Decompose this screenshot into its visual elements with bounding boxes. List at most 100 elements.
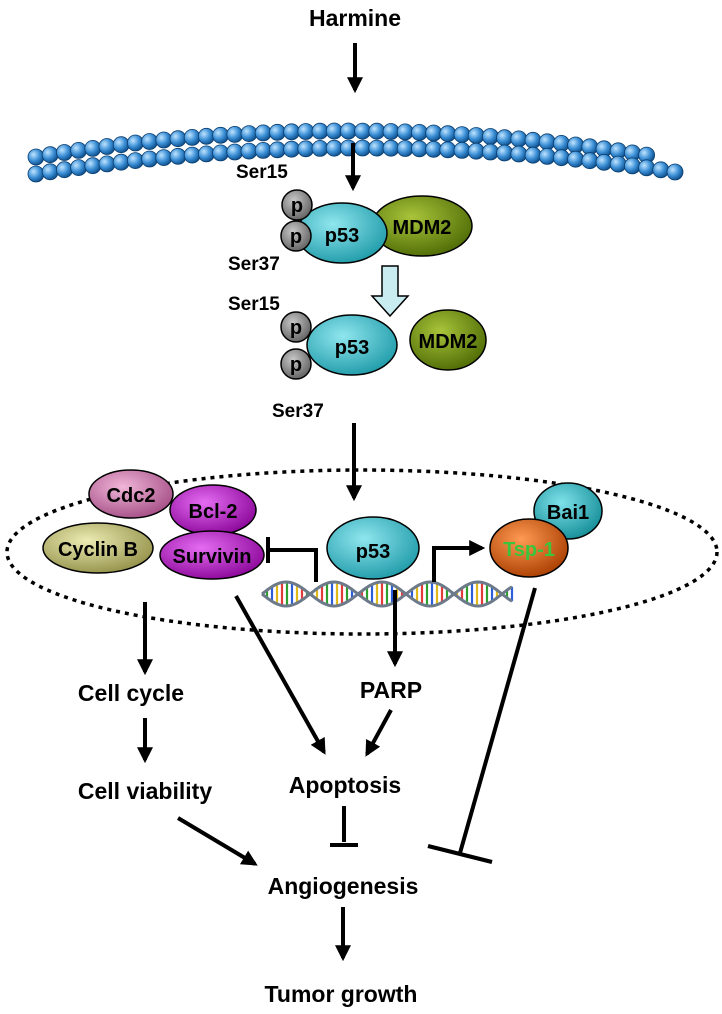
membrane-bead xyxy=(155,131,173,149)
membrane-bead xyxy=(297,140,315,158)
ser37-label-top: Ser37 xyxy=(228,254,280,275)
membrane-bead xyxy=(254,141,272,159)
membrane-bead xyxy=(126,134,144,152)
membrane-bead xyxy=(240,125,258,143)
membrane-bead xyxy=(396,140,414,157)
phospho-p-label-2: p xyxy=(290,226,302,248)
p53-phospho-label: p53 xyxy=(325,225,359,247)
apoptosis-label: Apoptosis xyxy=(289,772,401,798)
membrane-bead xyxy=(524,146,542,164)
membrane-bead xyxy=(98,138,116,155)
membrane-bead xyxy=(226,143,244,161)
membrane-bead xyxy=(496,129,514,147)
dna-backbone-strand xyxy=(261,580,513,608)
dna-helix xyxy=(261,580,514,608)
membrane-bead xyxy=(425,140,443,158)
membrane-bead xyxy=(226,125,244,143)
membrane-bead xyxy=(538,133,556,151)
harmine-label: Harmine xyxy=(309,5,401,31)
membrane-bead xyxy=(212,144,230,162)
membrane-bead xyxy=(609,155,627,173)
membrane-bead xyxy=(155,149,173,167)
membrane-bead xyxy=(567,136,584,154)
bcl2-label: Bcl-2 xyxy=(189,501,238,523)
membrane-bead xyxy=(112,153,130,171)
membrane-bead xyxy=(98,155,116,173)
tumor-growth-label: Tumor growth xyxy=(265,981,418,1007)
phospho-circle-ser37-released xyxy=(280,348,312,380)
membrane-bead xyxy=(183,146,201,164)
membrane-bead xyxy=(183,128,201,146)
membrane-bead xyxy=(624,157,641,175)
mdm2-free-node xyxy=(409,309,487,371)
membrane-bead xyxy=(396,123,414,141)
membrane-bead xyxy=(112,136,130,154)
membrane-bead xyxy=(425,124,443,142)
membrane-bead xyxy=(510,130,528,148)
cell-cycle-label: Cell cycle xyxy=(78,680,184,706)
membrane-bead xyxy=(481,128,499,145)
membrane-bead xyxy=(553,134,570,152)
p53-activates-tsp1-arrow xyxy=(432,540,486,582)
membrane-bead xyxy=(254,124,272,142)
membrane-bead xyxy=(197,127,215,145)
membrane-bead xyxy=(311,139,329,157)
membrane-bead xyxy=(41,163,59,181)
membrane-bead xyxy=(56,161,73,179)
membrane-bead xyxy=(368,122,386,140)
membrane-bead xyxy=(339,122,357,140)
cell-viability-label: Cell viability xyxy=(78,778,212,804)
mdm2-free-label: MDM2 xyxy=(419,331,478,353)
membrane-bead xyxy=(481,143,499,161)
membrane-bead xyxy=(467,142,485,160)
survivin-node xyxy=(159,530,265,580)
membrane-bead xyxy=(126,152,144,170)
cdc2-node xyxy=(88,469,174,519)
membrane-bead xyxy=(84,157,102,175)
bai1-label: Bai1 xyxy=(547,502,589,524)
phospho-circle-ser37 xyxy=(280,220,312,252)
membrane-bead xyxy=(141,150,159,168)
membrane-bead xyxy=(538,147,556,165)
angiogenesis-label: Angiogenesis xyxy=(268,873,419,899)
nucleus-boundary xyxy=(5,468,719,636)
p53-nuclear-label: p53 xyxy=(356,541,390,563)
phospho-p-label-1: p xyxy=(291,195,303,217)
tsp1-inhibition-bar xyxy=(427,844,493,864)
membrane-bead xyxy=(141,133,159,150)
membrane-bead xyxy=(567,150,584,168)
membrane-bead xyxy=(354,139,372,157)
membrane-bead xyxy=(410,123,428,141)
membrane-bead xyxy=(553,149,570,167)
membrane-bead xyxy=(27,148,45,166)
membrane-bead xyxy=(70,159,87,177)
membrane-bead xyxy=(268,123,286,141)
tsp1-inhibits-angiogenesis-line xyxy=(458,587,537,854)
membrane-bead xyxy=(354,122,372,140)
phospho-circle-ser15-released xyxy=(280,311,312,343)
parp-to-apoptosis-arrow xyxy=(365,709,393,757)
survivin-to-apoptosis-arrow xyxy=(234,595,326,755)
p53-inhibits-survivin-line xyxy=(268,548,318,582)
membrane-bead xyxy=(496,144,514,162)
survivin-label: Survivin xyxy=(173,546,252,568)
ser15-label-bottom: Ser15 xyxy=(228,294,280,315)
membrane-bead xyxy=(453,141,471,159)
phospho-p-label-4: p xyxy=(290,354,302,376)
membrane-bead xyxy=(581,152,599,170)
cdc2-label: Cdc2 xyxy=(107,485,156,507)
cyclin-b-label: Cyclin B xyxy=(58,539,138,561)
membrane-bead xyxy=(169,147,187,165)
membrane-bead xyxy=(70,141,87,159)
membrane-bead xyxy=(638,159,655,177)
phospho-circle-ser15 xyxy=(281,189,313,221)
tsp1-label: Tsp-1 xyxy=(503,539,555,561)
membrane-bead xyxy=(439,141,457,159)
membrane-bead xyxy=(169,130,187,148)
tsp1-node xyxy=(489,518,569,578)
membrane-bead xyxy=(368,139,386,157)
membrane-bead xyxy=(212,126,230,144)
mdm2-bound-label: MDM2 xyxy=(393,217,452,239)
cyclin-b-node xyxy=(42,522,154,574)
